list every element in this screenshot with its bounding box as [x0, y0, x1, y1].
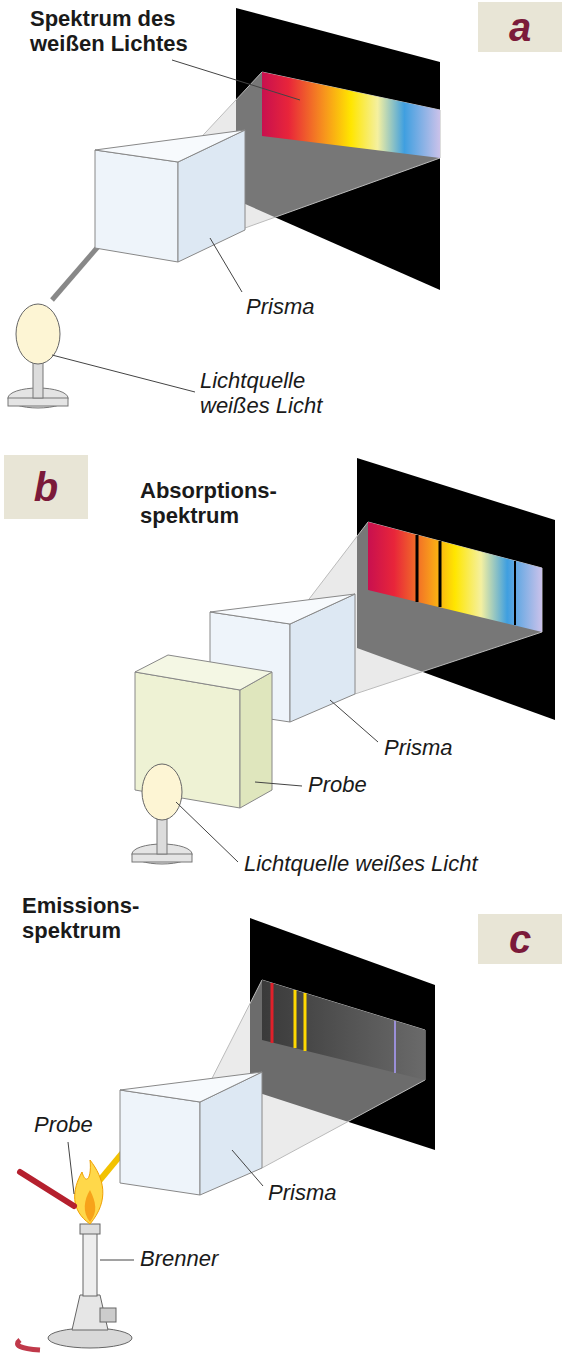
lamp-stem: [33, 362, 43, 398]
prism: [120, 1072, 262, 1102]
part-label: Prisma: [246, 294, 314, 319]
lamp-base: [8, 398, 68, 406]
lamp-stem: [157, 818, 167, 854]
spectrum-band: [262, 980, 425, 1080]
gas-hose: [18, 1340, 41, 1350]
lamp-base: [132, 854, 192, 862]
flame: [85, 1190, 96, 1222]
light-bulb: [142, 764, 182, 820]
sample-rod: [20, 1172, 74, 1206]
part-label: Prisma: [384, 735, 452, 760]
prism: [210, 594, 355, 624]
emission-line: [294, 990, 297, 1048]
leader-line: [176, 802, 238, 862]
part-label: Lichtquelle weißes Licht: [200, 368, 345, 419]
panel-a: [8, 8, 440, 408]
absorption-line: [514, 561, 516, 625]
spectrum-band: [262, 72, 440, 158]
emission-line: [394, 1021, 396, 1073]
prism: [120, 1090, 200, 1195]
leader-line: [255, 782, 302, 786]
flame: [75, 1160, 103, 1224]
part-label: Prisma: [268, 1180, 336, 1205]
prism: [95, 130, 245, 162]
sample-block: [240, 672, 272, 808]
panel-heading: Emissions- spektrum: [22, 893, 152, 944]
emission-line: [304, 993, 307, 1051]
panel-letter: c: [509, 919, 531, 959]
burner-base: [48, 1328, 132, 1348]
part-label: Probe: [34, 1112, 93, 1137]
prism: [95, 150, 178, 262]
leader-line: [68, 1142, 74, 1194]
emission-line: [271, 983, 274, 1043]
panel-letter: a: [509, 7, 531, 47]
leader-line: [330, 700, 378, 742]
panel-letter-badge: a: [478, 2, 562, 52]
absorption-line: [439, 541, 442, 607]
panel-heading: Absorptions- spektrum: [140, 478, 292, 529]
part-label: Lichtquelle weißes Licht: [244, 851, 478, 876]
panel-b: [132, 458, 555, 864]
burner-tube: [83, 1230, 97, 1296]
leader-line: [100, 1260, 134, 1261]
panel-letter: b: [34, 467, 58, 507]
leader-line: [52, 355, 195, 392]
panel-heading: Spektrum des weißen Lichtes: [30, 6, 198, 57]
part-label: Brenner: [140, 1246, 218, 1271]
sample-block: [135, 655, 272, 690]
leader-line: [172, 60, 300, 100]
absorption-line: [416, 535, 419, 602]
leader-line: [232, 1150, 263, 1186]
panel-letter-badge: b: [4, 455, 88, 519]
burner-valve: [100, 1308, 116, 1322]
burner-tube: [80, 1224, 100, 1234]
part-label: Probe: [308, 772, 367, 797]
panel-c: [18, 918, 436, 1350]
leader-line: [210, 238, 242, 292]
panel-letter-badge: c: [478, 914, 562, 964]
spectrum-band: [368, 522, 542, 632]
